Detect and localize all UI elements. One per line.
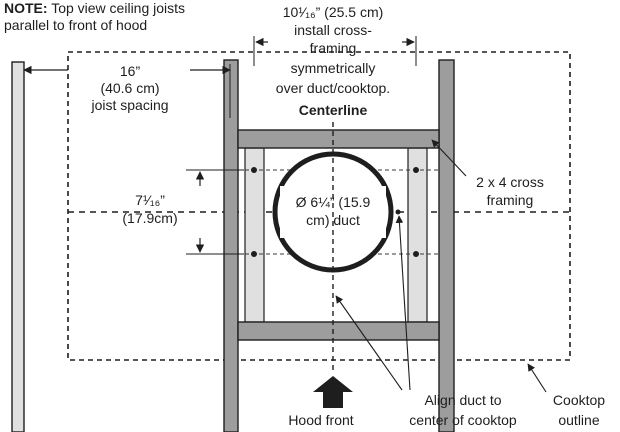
hood-front-label: Hood front [288,412,353,428]
align-leader [395,215,411,391]
duct-label-line-1: Ø 6¼” (15.9 [296,194,371,210]
install-line-4: symmetrically [291,60,376,76]
inner-member-right [407,147,428,323]
hood-front-arrow [313,376,353,408]
cooktop-line-1: Cooktop [553,392,605,408]
joist-spacing-line-1: 16” [120,63,141,79]
note-bold: NOTE: [4,0,48,16]
cooktop-leader [527,363,547,393]
centerline-label: Centerline [299,102,368,118]
fastener-dot [413,167,419,173]
framing-leader [431,139,467,177]
joist-left [11,61,25,432]
fastener-dot [413,251,419,257]
cooktop-line-2: outline [558,412,599,428]
vertical-dim-line-2: (17.9cm) [122,210,177,226]
duct-label-line-2: cm) duct [306,212,360,228]
joist-right [438,59,455,432]
fastener-dot [251,251,257,257]
joist-middle [223,59,239,432]
note-line-1: NOTE: Top view ceiling joists [4,0,185,16]
framing-label-line-2: framing [487,192,534,208]
framing-label-line-1: 2 x 4 cross [476,174,544,190]
note-text: Top view ceiling joists [48,0,185,16]
note-line-2: parallel to front of hood [4,17,147,33]
install-line-1: 10¹⁄₁₆” (25.5 cm) [283,4,384,20]
duct-center-dot [395,209,401,215]
align-line-2: center of cooktop [409,412,517,428]
joist-spacing-line-3: joist spacing [90,97,168,113]
inner-member-left [244,147,265,323]
cross-framing-top [237,129,440,149]
vertical-dim-line-1: 7¹⁄₁₆” [135,192,165,208]
fastener-dot [251,167,257,173]
align-line-1: Align duct to [424,392,501,408]
install-line-5: over duct/cooktop. [276,80,390,96]
cross-framing-bottom [237,321,440,341]
joist-spacing-line-2: (40.6 cm) [100,80,159,96]
install-line-2: install cross- [294,22,372,38]
align-leader [335,295,403,391]
install-line-3: framing [310,40,357,56]
